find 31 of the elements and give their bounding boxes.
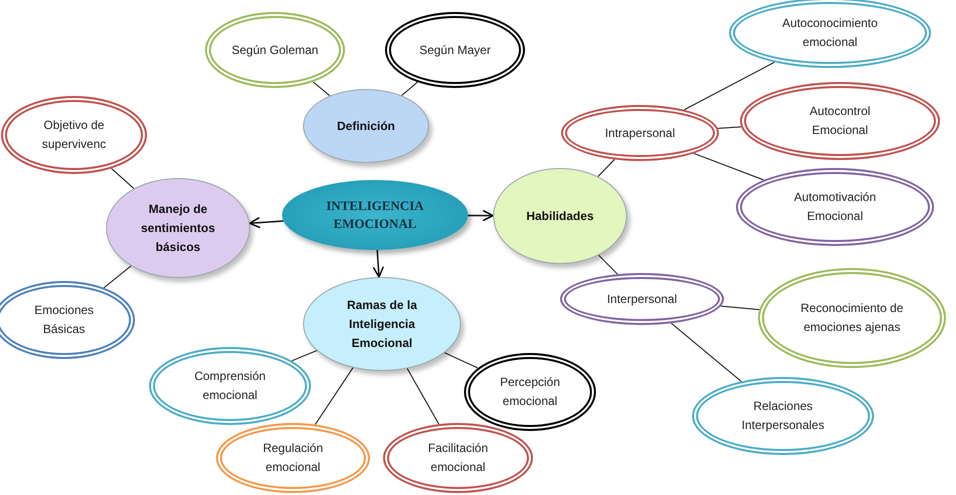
node-label: Intrapersonal bbox=[604, 124, 676, 142]
topic-ellipse bbox=[303, 89, 429, 163]
node-label: Definición bbox=[336, 118, 395, 134]
connector-line bbox=[314, 367, 354, 425]
node-label: Regulación emocional bbox=[262, 440, 324, 476]
node-label: Según Mayer bbox=[419, 42, 491, 58]
node-label: Reconocimiento de emociones ajenas bbox=[800, 300, 904, 336]
node-label: Interpersonal bbox=[606, 290, 678, 308]
node-label: Autocontrol Emocional bbox=[808, 103, 872, 139]
connector-line bbox=[693, 152, 764, 180]
connector-line bbox=[598, 254, 618, 275]
arrow bbox=[468, 210, 494, 222]
node-label: Habilidades bbox=[526, 208, 594, 224]
node-label: Según Goleman bbox=[232, 42, 318, 58]
connector-line bbox=[598, 159, 615, 177]
connector-line bbox=[717, 126, 742, 129]
connector-line bbox=[406, 368, 440, 425]
node-label: Percepción emocional bbox=[498, 374, 562, 410]
node-label: Facilitación emocional bbox=[426, 440, 490, 476]
connector-line bbox=[291, 350, 318, 362]
arrow bbox=[372, 250, 384, 278]
node-label: Comprensión emocional bbox=[193, 368, 267, 404]
node-label: Objetivo de supervivenc bbox=[40, 117, 108, 153]
node-label: Autoconocimiento emocional bbox=[781, 15, 879, 51]
node-label: INTELIGENCIA EMOCIONAL bbox=[325, 197, 425, 233]
node-label: Emociones Básicas bbox=[33, 302, 95, 338]
node-label: Automotivación Emocional bbox=[792, 189, 878, 225]
node-label: Relaciones Interpersonales bbox=[740, 398, 826, 434]
arrow bbox=[248, 216, 284, 228]
node-label: Ramas de la Inteligencia Emocional bbox=[346, 296, 418, 352]
node-label: Manejo de sentimientos básicos bbox=[140, 200, 216, 256]
